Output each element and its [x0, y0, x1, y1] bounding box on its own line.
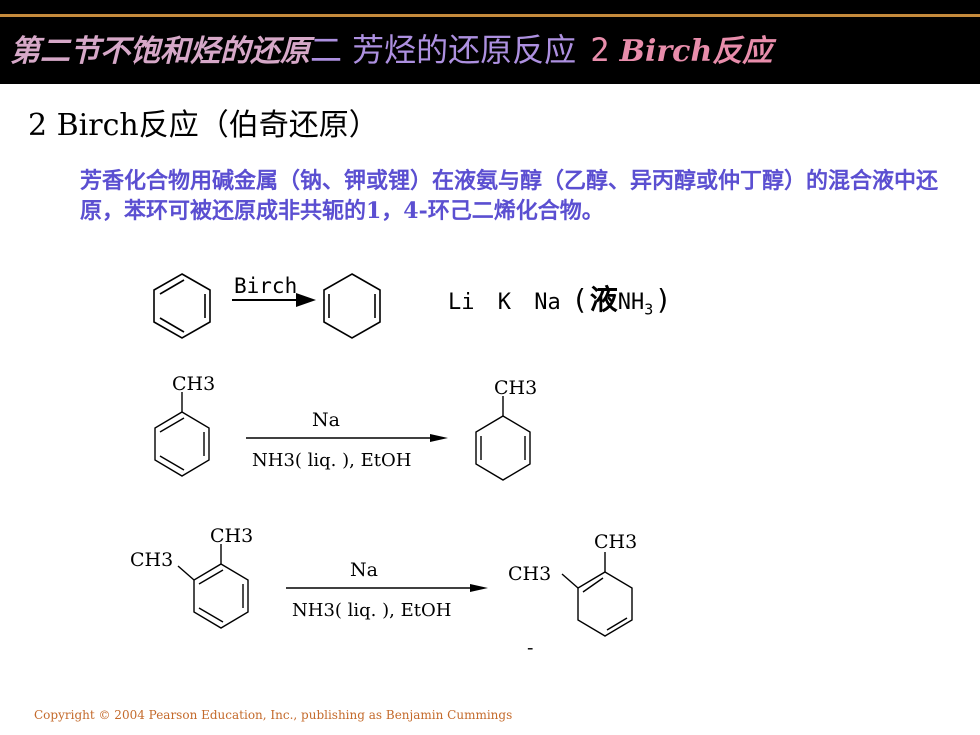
reaction3-reagent-below: NH3( liq. ), EtOH — [292, 600, 451, 621]
metal-na: Na — [534, 290, 561, 315]
metal-li: Li — [448, 290, 475, 315]
birch-reagents: Li K Na (液NH3) — [448, 278, 672, 318]
title-reaction: Birch反应 — [619, 34, 773, 69]
product3-ch3-top: CH3 — [594, 531, 637, 553]
reaction3-reagent-above: Na — [350, 559, 378, 581]
liquid-label: 液 — [589, 283, 618, 316]
birch-label: Birch — [234, 274, 297, 298]
metal-k: K — [497, 290, 511, 315]
cyclohexadiene-structure — [323, 273, 381, 339]
toluene-ch3: CH3 — [172, 373, 215, 395]
header-accent-line — [0, 14, 980, 17]
xylene-structure — [177, 544, 249, 629]
reaction2-arrow — [246, 434, 448, 442]
methyl-cyclohexadiene-structure — [475, 396, 531, 481]
reaction2-reagent-below: NH3( liq. ), EtOH — [252, 450, 411, 471]
xylene-ch3-left: CH3 — [130, 549, 173, 571]
title-number: 2 — [590, 31, 610, 69]
solvent-label: NH — [617, 290, 645, 315]
open-paren: ( — [574, 283, 586, 316]
copyright-notice: Copyright © 2004 Pearson Education, Inc.… — [34, 708, 513, 722]
slide-title: 第二节不饱和烃的还原二 芳烃的还原反应 2 Birch反应 — [10, 28, 772, 74]
product3-ch3-left: CH3 — [508, 563, 551, 585]
reaction3-arrow — [286, 584, 488, 592]
title-topic: 二 芳烃的还原反应 — [310, 31, 577, 69]
benzene-structure — [153, 273, 211, 339]
birch-arrow: Birch — [232, 274, 316, 307]
description-text: 芳香化合物用碱金属（钠、钾或锂）在液氨与醇（乙醇、异丙醇或仲丁醇）的混合液中还原… — [80, 168, 939, 224]
toluene-structure — [154, 392, 210, 477]
close-paren: ) — [657, 283, 669, 316]
header-bar: 第二节不饱和烃的还原二 芳烃的还原反应 2 Birch反应 — [0, 0, 980, 84]
dimethyl-cyclohexadiene-structure — [561, 552, 633, 637]
xylene-ch3-top: CH3 — [210, 525, 253, 547]
title-chapter: 第二节不饱和烃的还原 — [10, 34, 310, 69]
reaction2-reagent-above: Na — [312, 409, 340, 431]
section-title: 2 Birch反应（伯奇还原） — [28, 108, 379, 143]
product2-ch3: CH3 — [494, 377, 537, 399]
solvent-subscript: 3 — [644, 300, 654, 319]
product3-mark: - — [527, 637, 533, 659]
